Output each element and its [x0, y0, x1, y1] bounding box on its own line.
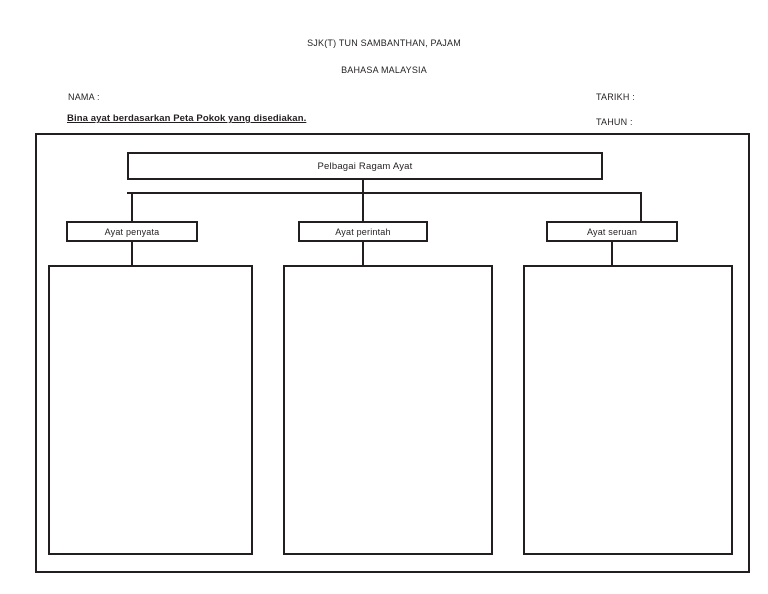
answer-box-1[interactable] [48, 265, 253, 555]
year-field-label: TAHUN : [596, 117, 633, 127]
branch-label-2: Ayat perintah [335, 226, 391, 237]
branch-label-box-3: Ayat seruan [546, 221, 678, 242]
instruction-text: Bina ayat berdasarkan Peta Pokok yang di… [67, 113, 307, 124]
branch-label-1: Ayat penyata [104, 226, 160, 237]
answer-box-2[interactable] [283, 265, 493, 555]
branch-label-3: Ayat seruan [586, 226, 638, 237]
connector-tail-branch-2 [362, 242, 364, 266]
subject-title: BAHASA MALAYSIA [341, 65, 427, 75]
connector-root-stem [362, 180, 364, 194]
connector-drop-branch-3 [640, 193, 642, 221]
tree-root-label: Pelbagai Ragam Ayat [317, 160, 413, 172]
answer-box-3[interactable] [523, 265, 733, 555]
connector-tail-branch-1 [131, 242, 133, 266]
tree-root-box: Pelbagai Ragam Ayat [127, 152, 603, 180]
diagram-frame [35, 133, 750, 573]
connector-tail-branch-3 [611, 242, 613, 266]
connector-drop-branch-1 [131, 193, 133, 221]
branch-label-box-2: Ayat perintah [298, 221, 428, 242]
connector-horizontal-bus [127, 192, 642, 194]
name-field-label: NAMA : [68, 92, 100, 102]
connector-drop-branch-2 [362, 193, 364, 221]
date-field-label: TARIKH : [596, 92, 635, 102]
branch-label-box-1: Ayat penyata [66, 221, 198, 242]
school-name-title: SJK(T) TUN SAMBANTHAN, PAJAM [307, 38, 461, 48]
